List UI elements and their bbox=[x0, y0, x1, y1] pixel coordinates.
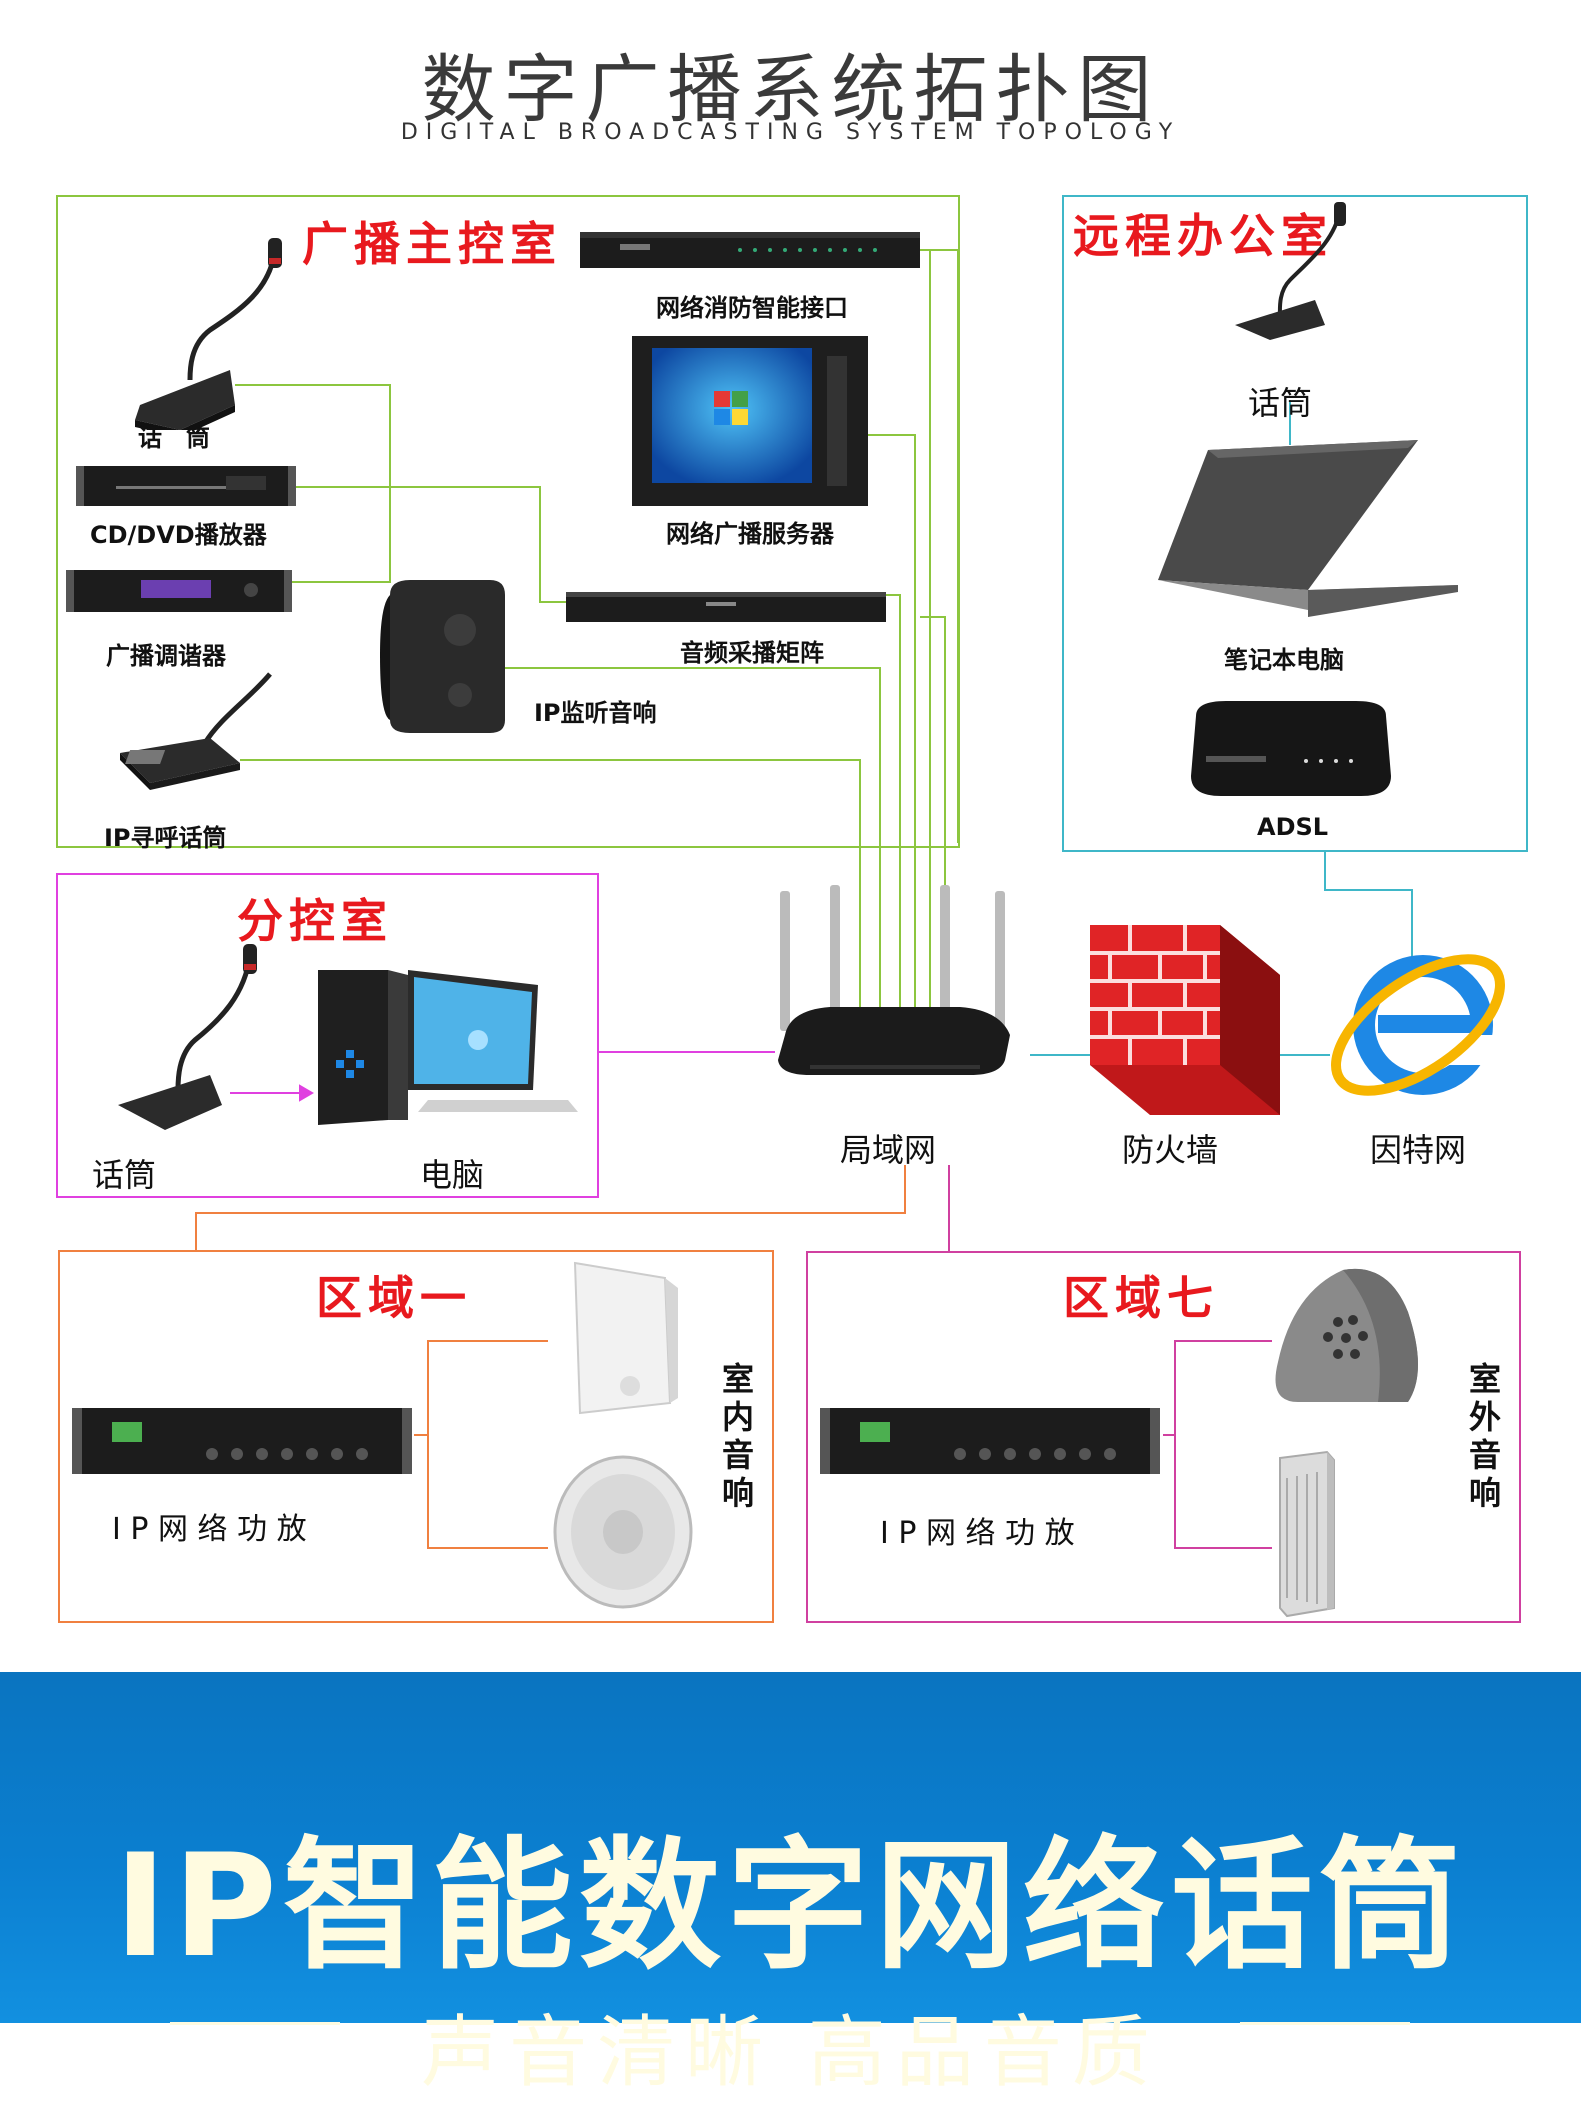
zone-seven-speakers-char: 室 bbox=[1468, 1360, 1501, 1398]
zone-seven-title: 区域七 bbox=[1063, 1271, 1219, 1325]
wall-speaker-icon bbox=[573, 1261, 678, 1415]
zone-seven-speakers-label: 室 外 音 响 bbox=[1465, 1360, 1505, 1512]
broadcast-server-label: 网络广播服务器 bbox=[666, 520, 834, 548]
firewall-label: 防火墙 bbox=[1122, 1131, 1219, 1169]
fire-interface-label: 网络消防智能接口 bbox=[656, 294, 848, 322]
broadcast-tuner-icon bbox=[66, 570, 292, 612]
rock-speaker-icon bbox=[1275, 1268, 1418, 1402]
remote-mic-label: 话筒 bbox=[1248, 384, 1313, 422]
main-mic-label: 话 筒 bbox=[138, 424, 210, 452]
sub-control-room-box bbox=[56, 873, 599, 1198]
banner-subtitle: 声音清晰 高品音质 bbox=[421, 2008, 1160, 2098]
zone-one-speakers-char: 音 bbox=[721, 1436, 754, 1474]
zone-one-title: 区域一 bbox=[316, 1271, 472, 1325]
ip-monitor-speaker-label: IP监听音响 bbox=[534, 699, 657, 727]
zone-seven-speakers-char: 响 bbox=[1468, 1474, 1501, 1512]
audio-matrix-label: 音频采播矩阵 bbox=[680, 639, 824, 667]
zone-seven-speakers-char: 音 bbox=[1468, 1436, 1501, 1474]
zone-seven-speakers-char: 外 bbox=[1468, 1398, 1501, 1436]
main-control-room-title: 广播主控室 bbox=[302, 217, 562, 271]
firewall-icon bbox=[1090, 925, 1280, 1115]
zone-seven-box bbox=[806, 1251, 1521, 1623]
sub-control-room-title: 分控室 bbox=[237, 894, 393, 948]
cd-dvd-label: CD/DVD播放器 bbox=[90, 521, 267, 549]
ip-paging-mic-label: IP寻呼话筒 bbox=[104, 824, 227, 852]
zone-one-speakers-char: 响 bbox=[721, 1474, 754, 1512]
cd-dvd-player-icon bbox=[76, 466, 296, 506]
adsl-label: ADSL bbox=[1257, 813, 1329, 841]
sub-room-gooseneck-microphone-icon bbox=[118, 944, 257, 1130]
remote-office-box bbox=[1062, 195, 1528, 852]
broadcast-server-icon bbox=[632, 336, 868, 506]
audio-matrix-icon bbox=[566, 592, 886, 622]
promo-banner bbox=[0, 1672, 1581, 2023]
zone-one-box bbox=[58, 1250, 774, 1623]
zone-one-speakers-char: 室 bbox=[721, 1360, 754, 1398]
zone-one-amplifier-label: I P 网 络 功 放 bbox=[112, 1512, 307, 1547]
sub-room-mic-label: 话筒 bbox=[92, 1156, 157, 1194]
internet-explorer-icon bbox=[1331, 954, 1505, 1096]
ip-monitor-speaker-icon bbox=[380, 580, 505, 733]
lan-label: 局域网 bbox=[840, 1131, 937, 1169]
laptop-label: 笔记本电脑 bbox=[1224, 646, 1344, 674]
ceiling-speaker-icon bbox=[553, 1455, 693, 1609]
zone-one-ip-amplifier-icon bbox=[72, 1408, 412, 1474]
zone-one-speakers-label: 室 内 音 响 bbox=[718, 1360, 758, 1512]
remote-gooseneck-microphone-icon bbox=[1235, 202, 1346, 340]
desktop-computer-icon bbox=[318, 970, 578, 1125]
laptop-icon bbox=[1158, 440, 1458, 617]
zone-seven-ip-amplifier-icon bbox=[820, 1408, 1160, 1474]
tuner-label: 广播调谐器 bbox=[106, 642, 226, 670]
gooseneck-microphone-icon bbox=[135, 238, 282, 430]
ip-paging-microphone-icon bbox=[120, 672, 272, 790]
diagram-title: 数字广播系统拓扑图 bbox=[421, 47, 1160, 133]
zone-one-speakers-char: 内 bbox=[721, 1398, 754, 1436]
network-fire-interface-icon bbox=[580, 232, 920, 268]
connection-wires bbox=[195, 249, 1413, 1549]
remote-office-title: 远程办公室 bbox=[1073, 209, 1333, 263]
router-icon bbox=[778, 885, 1010, 1075]
column-speaker-icon bbox=[1279, 1450, 1335, 1618]
zone-seven-amplifier-label: I P 网 络 功 放 bbox=[880, 1516, 1075, 1551]
diagram-subtitle: DIGITAL BROADCASTING SYSTEM TOPOLOGY bbox=[400, 120, 1181, 145]
internet-label: 因特网 bbox=[1370, 1131, 1467, 1169]
computer-label: 电脑 bbox=[420, 1156, 485, 1194]
banner-title: IP智能数字网络话筒 bbox=[114, 1824, 1467, 1989]
adsl-modem-icon bbox=[1191, 701, 1391, 796]
